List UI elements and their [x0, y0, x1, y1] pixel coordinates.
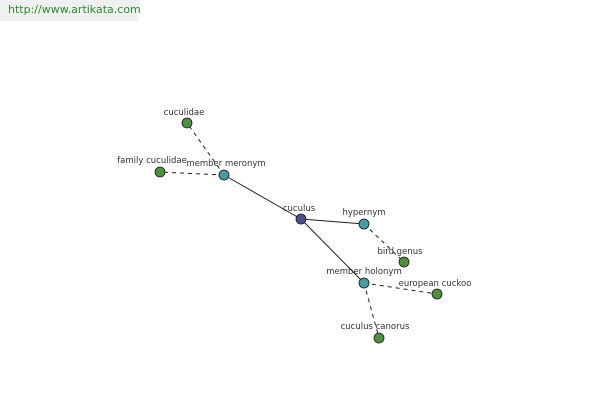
edge-member-meronym-to-cuculidae [186, 122, 225, 176]
node-hypernym[interactable] [358, 218, 370, 230]
edge-cuculus-to-member-holonym [300, 218, 365, 284]
edge-cuculus-to-hypernym [300, 218, 365, 225]
label-family-cuculidae[interactable]: family cuculidae [117, 156, 187, 166]
label-cuculidae[interactable]: cuculidae [164, 108, 205, 118]
label-hypernym[interactable]: hypernym [342, 208, 385, 218]
edge-hypernym-to-bird-genus [363, 223, 405, 263]
node-cuculus[interactable] [295, 213, 307, 225]
edge-member-holonym-to-cuculus-canorus [363, 282, 380, 339]
label-bird-genus[interactable]: bird genus [377, 247, 423, 257]
site-url-link[interactable]: http://www.artikata.com [8, 3, 141, 16]
edge-cuculus-to-member-meronym [223, 174, 302, 220]
label-cuculus-canorus[interactable]: cuculus canorus [341, 322, 410, 332]
labels-layer: cuculus member meronym hypernym member holo… [117, 108, 471, 332]
node-member-holonym[interactable] [358, 277, 370, 289]
nodes-layer [154, 117, 443, 344]
node-member-meronym[interactable] [218, 169, 230, 181]
label-european-cuckoo[interactable]: european cuckoo [399, 279, 472, 289]
label-cuculus[interactable]: cuculus [283, 204, 316, 214]
node-cuculidae[interactable] [181, 117, 193, 129]
node-family-cuculidae[interactable] [154, 166, 166, 178]
label-member-holonym[interactable]: member holonym [326, 267, 401, 277]
node-european-cuckoo[interactable] [431, 288, 443, 300]
edges-layer [159, 122, 438, 339]
node-cuculus-canorus[interactable] [373, 332, 385, 344]
url-banner: http://www.artikata.com [0, 0, 141, 21]
node-bird-genus[interactable] [398, 256, 410, 268]
label-member-meronym[interactable]: member meronym [186, 159, 265, 169]
edge-member-meronym-to-family-cuculidae [159, 171, 225, 176]
